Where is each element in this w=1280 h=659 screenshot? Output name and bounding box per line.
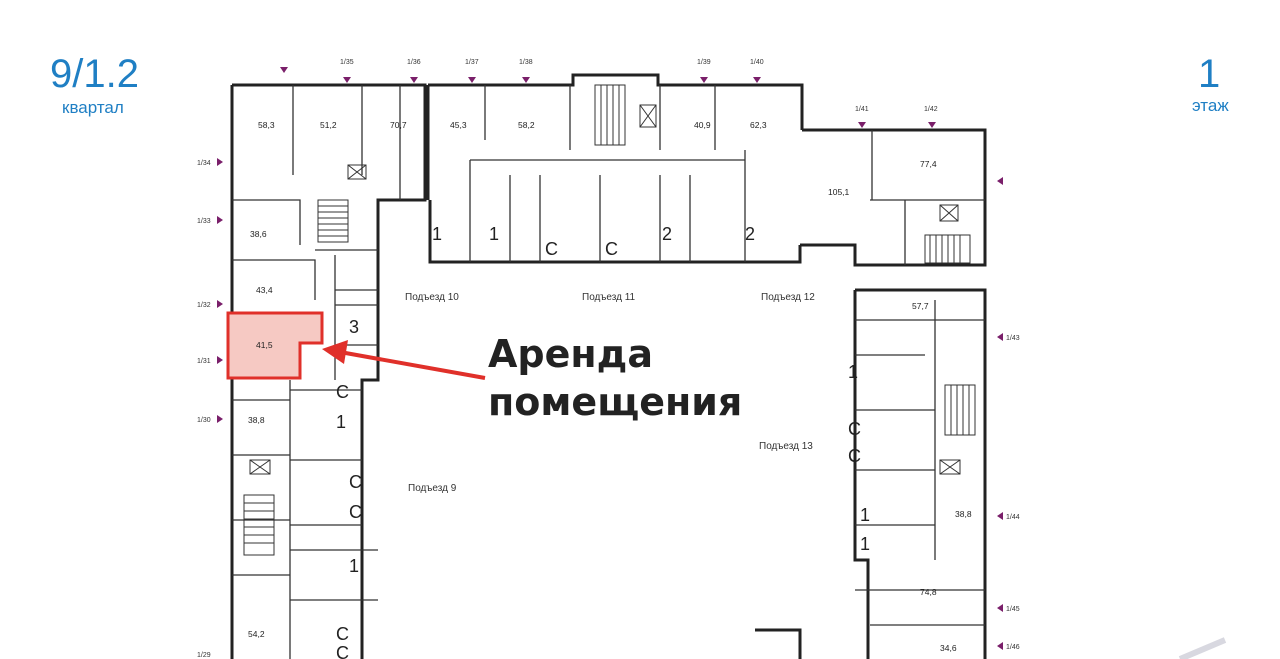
axis-label: 1/36 xyxy=(407,59,421,66)
apt-type: 1 xyxy=(336,412,346,432)
area-label: 105,1 xyxy=(828,187,850,197)
apartment-types: 1 1 C C 2 2 3 C 1 C C 1 C 1 1 C C 1 C xyxy=(336,224,870,659)
entrance-label: Подъезд 11 xyxy=(582,292,636,303)
watermark xyxy=(1178,637,1227,659)
apt-type: C xyxy=(605,239,618,259)
apt-type: 3 xyxy=(349,317,359,337)
axis-label: 1/45 xyxy=(1006,606,1020,613)
area-label: 34,6 xyxy=(940,643,957,653)
interior-walls xyxy=(232,85,985,659)
axis-label: 1/42 xyxy=(924,106,938,113)
area-label: 38,8 xyxy=(955,509,972,519)
axis-labels: 1/35 1/36 1/37 1/38 1/39 1/40 1/41 1/42 … xyxy=(197,59,1020,659)
axis-label: 1/30 xyxy=(197,417,211,424)
axis-label: 1/41 xyxy=(855,106,869,113)
entrance-label: Подъезд 12 xyxy=(761,292,815,303)
area-label: 62,3 xyxy=(750,120,767,130)
apt-type: C xyxy=(336,643,349,659)
axis-label: 1/40 xyxy=(750,59,764,66)
area-label: 51,2 xyxy=(320,120,337,130)
area-label-highlighted: 41,5 xyxy=(256,340,273,350)
axis-label: 1/44 xyxy=(1006,514,1020,521)
axis-label: 1/29 xyxy=(197,652,211,659)
area-label: 77,4 xyxy=(920,159,937,169)
stairwells xyxy=(243,84,976,556)
axis-label: 1/35 xyxy=(340,59,354,66)
apt-type: C xyxy=(349,502,362,522)
floor-number: 1 xyxy=(1198,52,1221,96)
area-label: 43,4 xyxy=(256,285,273,295)
callout-line-1: Аренда xyxy=(488,332,653,376)
apt-type: 2 xyxy=(662,224,672,244)
apt-type: 1 xyxy=(860,534,870,554)
apt-type: C xyxy=(336,624,349,644)
apt-type: 1 xyxy=(860,505,870,525)
axis-label: 1/37 xyxy=(465,59,479,66)
quarter-number: 9/1.2 xyxy=(50,52,139,96)
apt-type: C xyxy=(848,446,861,466)
apt-type: 1 xyxy=(432,224,442,244)
building-walls xyxy=(230,73,987,659)
callout-line-2: помещения xyxy=(488,380,743,424)
axis-label: 1/31 xyxy=(197,358,211,365)
axis-label: 1/34 xyxy=(197,160,211,167)
axis-label: 1/46 xyxy=(1006,644,1020,651)
area-label: 58,3 xyxy=(258,120,275,130)
apt-type: C xyxy=(349,472,362,492)
area-label: 58,2 xyxy=(518,120,535,130)
area-label: 74,8 xyxy=(920,587,937,597)
axis-label: 1/43 xyxy=(1006,335,1020,342)
entrance-label: Подъезд 10 xyxy=(405,292,459,303)
apt-type: C xyxy=(336,382,349,402)
quarter-label: квартал xyxy=(62,98,124,117)
area-label: 70,7 xyxy=(390,120,407,130)
entrance-label: Подъезд 13 xyxy=(759,441,813,452)
entrance-labels: Подъезд 9 Подъезд 10 Подъезд 11 Подъезд … xyxy=(405,292,815,494)
axis-label: 1/39 xyxy=(697,59,711,66)
area-label: 38,6 xyxy=(250,229,267,239)
axis-label: 1/32 xyxy=(197,302,211,309)
apt-type: 2 xyxy=(745,224,755,244)
area-label: 38,8 xyxy=(248,415,265,425)
area-label: 40,9 xyxy=(694,120,711,130)
area-label: 45,3 xyxy=(450,120,467,130)
highlighted-rental-unit[interactable] xyxy=(226,311,324,380)
rental-callout: Аренда помещения xyxy=(488,330,742,426)
area-labels: 58,3 51,2 70,7 45,3 58,2 40,9 62,3 105,1… xyxy=(248,120,972,653)
apt-type: C xyxy=(848,419,861,439)
entrance-label: Подъезд 9 xyxy=(408,483,457,494)
apt-type: 1 xyxy=(349,556,359,576)
elevators xyxy=(249,104,961,475)
callout-arrow xyxy=(322,340,486,380)
entrance-markers xyxy=(217,67,1003,650)
apt-type: 1 xyxy=(848,362,858,382)
area-label: 54,2 xyxy=(248,629,265,639)
area-label: 57,7 xyxy=(912,301,929,311)
axis-label: 1/38 xyxy=(519,59,533,66)
axis-label: 1/33 xyxy=(197,218,211,225)
apt-type: 1 xyxy=(489,224,499,244)
floor-label: этаж xyxy=(1192,96,1229,115)
apt-type: C xyxy=(545,239,558,259)
